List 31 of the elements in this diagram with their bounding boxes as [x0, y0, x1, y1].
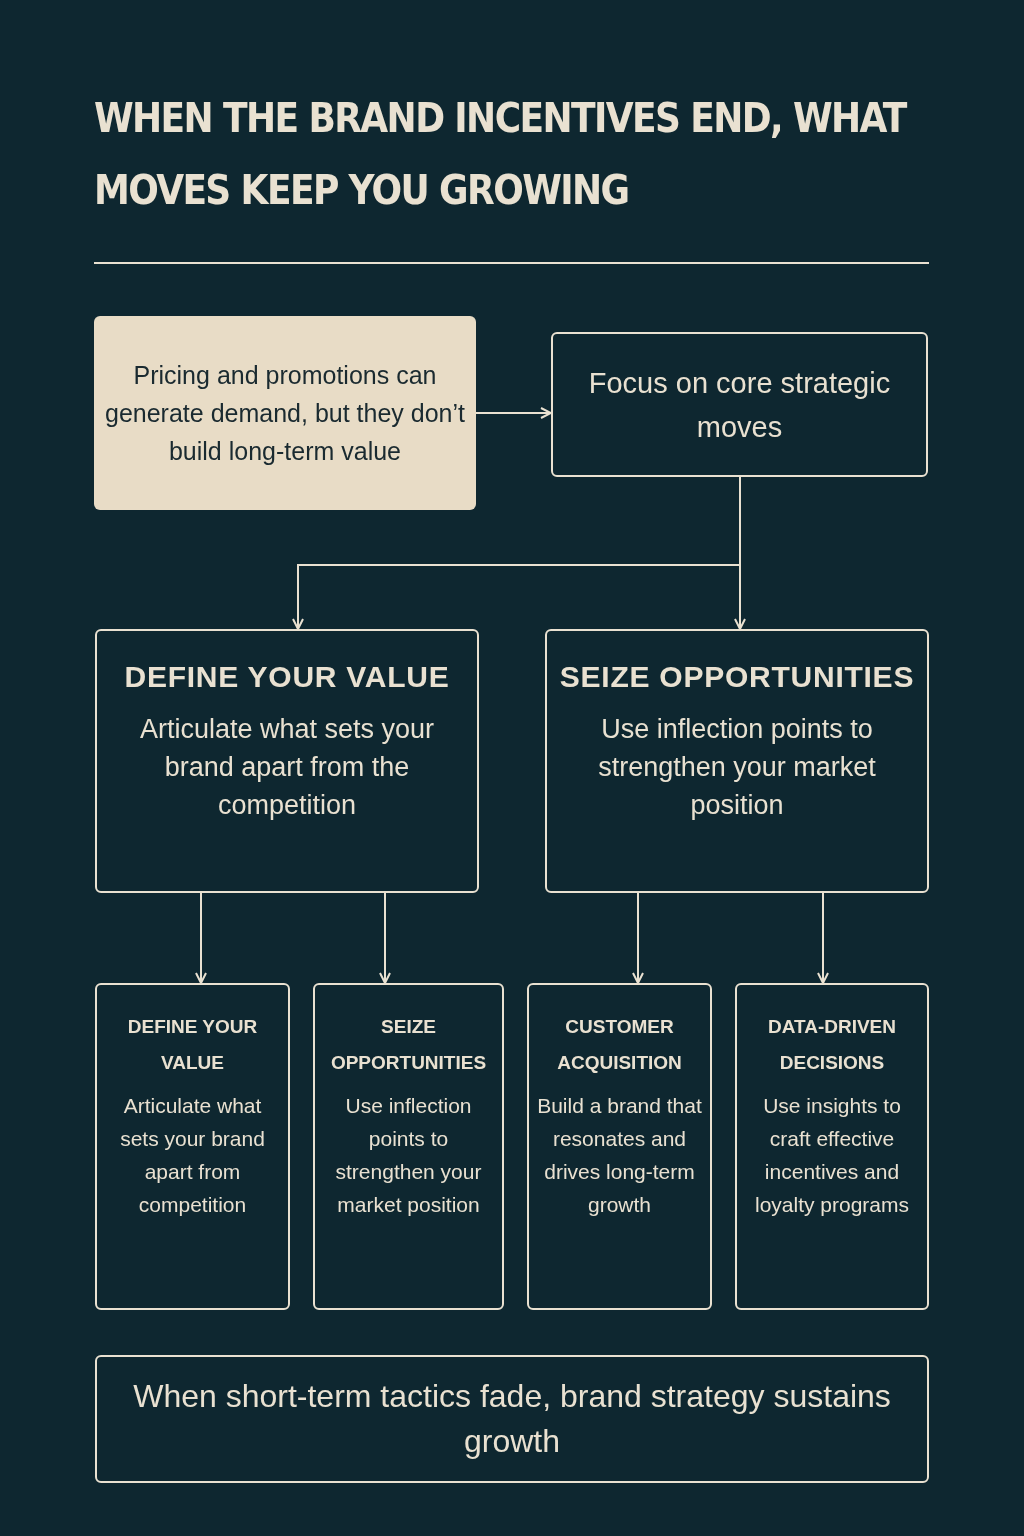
process-box: [545, 629, 929, 893]
process-box: [735, 983, 929, 1310]
box-heading: SEIZE OPPORTUNITIES: [329, 1015, 488, 1075]
box-text: Articulate what sets your brand apart from competition: [119, 1093, 266, 1218]
process-box: [95, 629, 479, 893]
box-heading: CUSTOMER ACQUISITION: [556, 1015, 683, 1075]
note-box: [94, 316, 476, 510]
arrow: [379, 892, 391, 984]
box-text: Use inflection points to strengthen your market position: [334, 1093, 483, 1218]
arrow: [475, 407, 552, 419]
box-heading: DEFINE YOUR VALUE: [126, 1015, 259, 1075]
arrow: [195, 892, 207, 984]
box-text: Build a brand that resonates and drives long-term growth: [537, 1093, 702, 1218]
process-box: [95, 1355, 929, 1483]
process-box: [527, 983, 712, 1310]
box-text: Pricing and promotions can generate demand, but they don’t build long-term value: [104, 360, 466, 467]
process-box: [551, 332, 928, 477]
box-text: Use insights to craft effective incentives and loyalty programs: [753, 1093, 911, 1218]
process-box: [313, 983, 504, 1310]
box-text: Articulate what sets your brand apart from the competition: [138, 713, 436, 822]
box-heading: SEIZE OPPORTUNITIES: [559, 659, 915, 695]
box-text: Use inflection points to strengthen your market position: [597, 713, 877, 822]
box-text: Focus on core strategic moves: [587, 365, 892, 445]
process-box: [95, 983, 290, 1310]
arrow: [817, 892, 829, 984]
box-heading: DEFINE YOUR VALUE: [124, 659, 450, 695]
arrow: [632, 892, 644, 984]
arrow: [734, 476, 746, 630]
title: WHEN THE BRAND INCENTIVES END, WHAT MOVES KEEP YOU GROWING: [94, 94, 908, 215]
box-text: When short-term tactics fade, brand strategy sustains growth: [132, 1377, 892, 1461]
box-heading: DATA-DRIVEN DECISIONS: [766, 1015, 898, 1075]
